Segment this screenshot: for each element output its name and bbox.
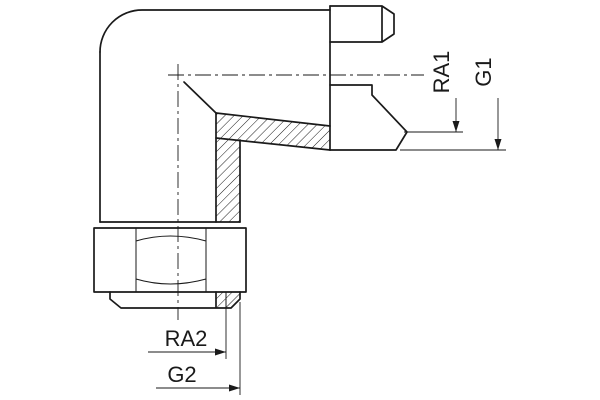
hex-nut-bottom xyxy=(93,227,247,293)
ra1-label: RA1 xyxy=(429,51,454,94)
hex-nut-facets xyxy=(135,228,207,292)
ra1-arrowhead-down xyxy=(452,121,460,132)
g1-label: G1 xyxy=(471,57,496,86)
g2-label: G2 xyxy=(167,362,196,387)
section-wall-edges xyxy=(215,112,331,151)
section-hatching xyxy=(216,113,330,308)
dimension-g1: G1 xyxy=(400,57,506,151)
hatch-vertical-leg-wall xyxy=(216,138,240,222)
dimension-g2: G2 xyxy=(156,302,241,395)
g1-arrowhead-down xyxy=(494,139,502,150)
male-stud-right xyxy=(329,5,395,43)
bore-transition-chamfer xyxy=(183,81,217,114)
male-stud-bottom xyxy=(109,291,241,309)
dimension-ra1: RA1 xyxy=(404,51,463,133)
dimension-ra2: RA2 xyxy=(148,308,227,359)
ra2-label: RA2 xyxy=(165,326,208,351)
ra2-arrowhead-right xyxy=(215,348,226,356)
outer-corner-arc-and-top-edge xyxy=(99,9,331,53)
centerlines xyxy=(168,64,424,320)
hatch-lower-stud-wall xyxy=(216,292,240,308)
elbow-body-outline xyxy=(93,5,408,309)
nut-and-cone-right xyxy=(329,84,408,151)
g2-arrowhead-right xyxy=(229,384,240,392)
